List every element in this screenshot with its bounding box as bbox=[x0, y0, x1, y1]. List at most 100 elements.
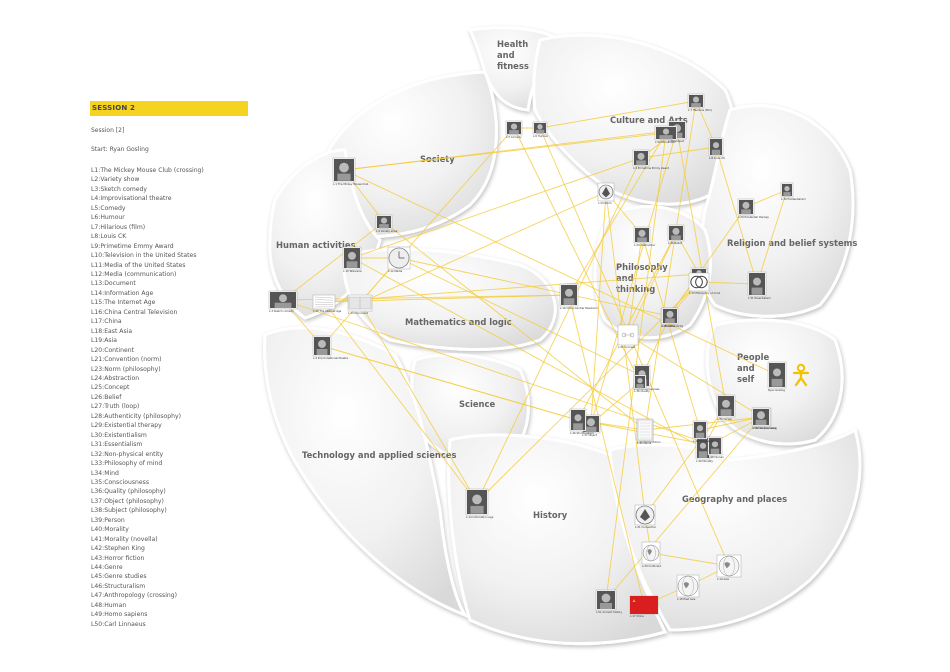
node-label: L:8 Louis CK bbox=[709, 156, 725, 160]
book-icon bbox=[347, 294, 373, 312]
node-label: L:29 Existential therapy bbox=[738, 215, 769, 219]
step-item: L18:East Asia bbox=[91, 327, 133, 335]
node-label: L:25 Concept bbox=[618, 345, 635, 349]
node-n33[interactable]: L:33 Philosophy of mind bbox=[688, 272, 720, 295]
node-n25[interactable]: L:25 Concept bbox=[617, 324, 639, 349]
step-item: L9:Primetime Emmy Award bbox=[91, 242, 174, 250]
step-item: L13:Document bbox=[91, 280, 136, 288]
node-n52[interactable]: L:52 Monument bbox=[654, 125, 678, 144]
step-item: L12:Media (communication) bbox=[91, 270, 177, 278]
photo-icon bbox=[687, 93, 705, 109]
node-n19[interactable]: L:19 Asia bbox=[716, 554, 742, 581]
node-n8[interactable]: L:8 Louis CK bbox=[708, 137, 725, 160]
node-n24[interactable]: L:24 Abstraction bbox=[633, 226, 656, 247]
node-n39[interactable]: L:39 Person bbox=[716, 394, 736, 421]
node-label: L:30 Existentialism bbox=[781, 197, 806, 201]
node-n40[interactable]: L:40 Morality bbox=[695, 436, 713, 463]
node-n36[interactable]: L:36 Quality bbox=[633, 374, 650, 393]
photo-icon bbox=[332, 157, 356, 183]
document-icon bbox=[636, 418, 654, 442]
node-label: L:49 Homo sapiens bbox=[693, 439, 718, 443]
person-marker-icon[interactable] bbox=[792, 363, 810, 387]
node-label: L:42 Stephen King bbox=[753, 426, 777, 430]
link-line bbox=[668, 206, 747, 317]
region-label-geography: Geography and places bbox=[682, 494, 787, 504]
photo-icon bbox=[532, 121, 548, 135]
node-n6[interactable]: L:6 Humour bbox=[532, 121, 549, 138]
step-item: L37:Object (philosophy) bbox=[91, 497, 164, 505]
node-n49[interactable]: L:49 Homo sapiens bbox=[692, 420, 718, 443]
photo-icon bbox=[707, 436, 723, 456]
step-item: L10:Television in the United States bbox=[91, 252, 197, 260]
step-item: L48:Human bbox=[91, 601, 127, 609]
link-line bbox=[715, 146, 758, 285]
node-n23[interactable]: L:23 Norm bbox=[597, 182, 615, 205]
link-line bbox=[641, 234, 701, 431]
seal-icon bbox=[597, 182, 615, 202]
node-n21[interactable]: L:21 Convention bbox=[634, 504, 657, 529]
region-culture bbox=[532, 33, 735, 206]
node-n16[interactable]: L:16 China Central Television bbox=[559, 283, 598, 310]
step-item: L31:Essentialism bbox=[91, 441, 143, 449]
node-n17[interactable]: L:17 China bbox=[629, 595, 659, 618]
node-label: L:7 Hilarious (film) bbox=[688, 108, 712, 112]
photo-icon bbox=[692, 420, 708, 440]
node-n50[interactable]: L:50 Carl Linnaeus bbox=[751, 407, 777, 430]
photo-icon bbox=[767, 361, 787, 389]
node-label: L:15 The Internet Age bbox=[313, 309, 342, 313]
node-n1[interactable]: L:1 The Mickey Mouse Club bbox=[332, 157, 369, 186]
step-item: L39:Person bbox=[91, 516, 125, 524]
photo-icon bbox=[342, 246, 362, 270]
node-n7[interactable]: L:7 Hilarious (film) bbox=[687, 93, 712, 112]
link-line bbox=[644, 405, 727, 516]
node-n31[interactable]: L:31 Essentialism bbox=[747, 271, 771, 300]
step-item: L43:Horror fiction bbox=[91, 554, 145, 562]
node-n14[interactable]: L:14 Information Age bbox=[465, 488, 494, 519]
step-item: L17:China bbox=[91, 318, 122, 326]
node-n18[interactable]: L:18 East Asia bbox=[676, 574, 700, 601]
session-name: Session [2] bbox=[91, 127, 125, 134]
node-n44[interactable]: L:44 Genre bbox=[636, 418, 654, 445]
node-start[interactable]: Ryan Gosling bbox=[767, 361, 787, 392]
node-n2[interactable]: L:2 Variety show bbox=[375, 214, 398, 233]
node-n10[interactable]: L:10 Television bbox=[342, 246, 362, 273]
photo-icon bbox=[633, 374, 647, 390]
photo-icon bbox=[505, 120, 523, 136]
link-line bbox=[359, 302, 478, 503]
node-n20[interactable]: L:20 Continent bbox=[641, 541, 661, 568]
node-n15[interactable]: L:15 The Internet Age bbox=[312, 294, 342, 313]
region-math bbox=[342, 247, 557, 351]
step-item: L28:Authenticity (philosophy) bbox=[91, 412, 181, 420]
node-n5[interactable]: L:5 Comedy bbox=[505, 120, 523, 139]
step-item: L7:Hilarious (film) bbox=[91, 223, 146, 231]
node-n4[interactable]: L:4 Improvisational theatre bbox=[312, 335, 348, 360]
photo-icon bbox=[268, 290, 298, 310]
node-n3[interactable]: L:3 Sketch comedy bbox=[268, 290, 298, 313]
region-label-culture: Culture and Arts bbox=[610, 115, 688, 125]
node-n26[interactable]: L:26 Belief bbox=[667, 224, 685, 245]
node-label: L:33 Philosophy of mind bbox=[689, 291, 720, 295]
node-n34[interactable]: L:34 Mind bbox=[661, 307, 679, 328]
step-item: L3:Sketch comedy bbox=[91, 185, 148, 193]
node-n12[interactable]: L:12 Media bbox=[387, 246, 411, 273]
step-item: L15:The Internet Age bbox=[91, 299, 156, 307]
node-n30[interactable]: L:30 Existentialism bbox=[780, 182, 806, 201]
node-label: L:24 Abstraction bbox=[634, 243, 656, 247]
region-label-health: Health and fitness bbox=[497, 39, 531, 71]
lines-icon bbox=[312, 294, 336, 310]
node-n9[interactable]: L:9 Primetime Emmy Award bbox=[632, 149, 669, 170]
step-item: L25:Concept bbox=[91, 384, 130, 392]
node-n13[interactable]: L:13 Document bbox=[347, 294, 373, 315]
node-n48[interactable]: L:48 Human bbox=[707, 436, 724, 459]
node-n51[interactable]: L:51 Ancient history bbox=[595, 589, 622, 614]
node-label: L:16 China Central Television bbox=[560, 306, 598, 310]
node-label: L:1 The Mickey Mouse Club bbox=[333, 182, 369, 186]
step-item: L27:Truth (loop) bbox=[91, 403, 140, 411]
node-n46[interactable]: L:46 Structuralism bbox=[569, 408, 594, 435]
node-n29[interactable]: L:29 Existential therapy bbox=[737, 198, 769, 219]
venn-icon bbox=[688, 272, 710, 292]
link-line bbox=[398, 257, 670, 317]
globe-icon bbox=[641, 541, 661, 565]
